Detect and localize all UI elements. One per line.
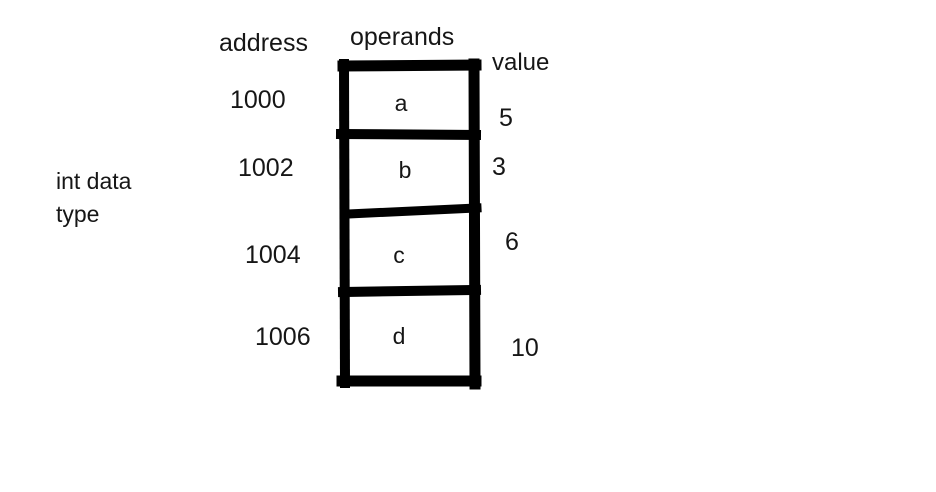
value-label-row-1: 3: [492, 153, 506, 181]
address-label-row-2: 1004: [245, 241, 301, 269]
address-label-row-3: 1006: [255, 323, 311, 351]
operand-cell-1: b: [398, 157, 412, 183]
value-label-row-2: 6: [505, 228, 519, 256]
ink-blob-marker: [336, 128, 348, 140]
value-label-row-0: 5: [499, 104, 513, 132]
memory-block: [335, 58, 482, 390]
operand-cell-0: a: [394, 90, 408, 116]
value-label-row-3: 10: [511, 334, 539, 362]
column-header-address: address: [219, 29, 308, 57]
operand-cell-2: c: [393, 242, 405, 268]
memory-block-outline: [335, 58, 482, 390]
column-header-value: value: [492, 49, 550, 76]
address-label-row-1: 1002: [238, 154, 294, 182]
column-header-operands: operands: [350, 23, 455, 51]
address-label-row-0: 1000: [230, 86, 286, 114]
int-data-type-note: int data type: [56, 168, 132, 227]
operand-cell-3: d: [392, 323, 406, 349]
